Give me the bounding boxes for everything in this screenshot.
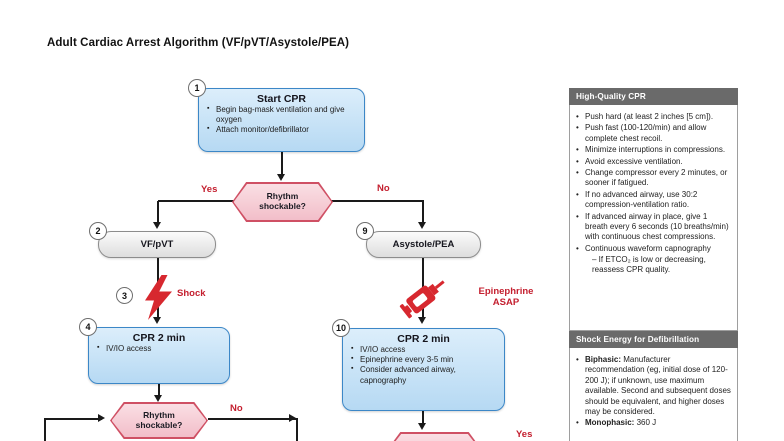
sidebar-item: Change compressor every 2 minutes, or so… <box>576 168 732 189</box>
step-badge-3: 3 <box>116 287 133 304</box>
step-badge-9: 9 <box>356 222 374 240</box>
start-cpr-title: Start CPR <box>256 93 306 105</box>
shock-label: Shock <box>177 288 206 299</box>
sidebar-item: Continuous waveform capnography <box>576 244 732 255</box>
yes-label-bottom: Yes <box>516 429 533 440</box>
vf-pvt-box: VF/pVT <box>98 231 216 258</box>
arrowhead-down <box>418 423 426 430</box>
yes-label-top: Yes <box>201 184 218 195</box>
decision-rhythm-shockable-bottom: Rhythm shockable? <box>110 402 208 439</box>
cpr-right-bullet: Epinephrine every 3-5 min <box>343 355 504 365</box>
no-label-bottom: No <box>230 403 243 414</box>
cpr-2min-left-box: CPR 2 min IV/IO access <box>88 327 230 384</box>
connector-no-bottom-vertical <box>296 418 298 441</box>
connector-return-horizontal <box>44 418 102 420</box>
connector-start-to-decision <box>281 152 283 178</box>
decision-fill <box>111 403 207 438</box>
arrowhead-down <box>277 174 285 181</box>
arrowhead-down <box>418 222 426 229</box>
step-badge-2: 2 <box>89 222 107 240</box>
sidebar-item: If advanced airway in place, give 1 brea… <box>576 212 732 243</box>
cpr-2min-right-box: CPR 2 min IV/IO access Epinephrine every… <box>342 328 505 411</box>
sidebar-item: Avoid excessive ventilation. <box>576 157 732 168</box>
step-badge-10: 10 <box>332 319 350 337</box>
sidebar-item: If no advanced airway, use 30:2 compress… <box>576 190 732 211</box>
decision-fill <box>388 433 481 441</box>
cpr-right-title: CPR 2 min <box>397 333 450 345</box>
epinephrine-label-line1: Epinephrine <box>478 286 534 297</box>
sidebar-item: Minimize interruptions in compressions. <box>576 145 732 156</box>
sidebar: High-Quality CPR Push hard (at least 2 i… <box>569 88 738 441</box>
sidebar-item: Push fast (100-120/min) and allow comple… <box>576 123 732 144</box>
sidebar-subitem-etco2: – If ETCO₂ is low or decreasing, reasses… <box>592 255 706 275</box>
monophasic-prefix: Monophasic: <box>585 418 635 428</box>
vf-pvt-label: VF/pVT <box>140 239 174 250</box>
arrowhead-down <box>154 395 162 402</box>
connector-cpr-to-decision <box>158 384 160 396</box>
connector-no-bottom-horizontal <box>208 418 296 420</box>
connector-yes-horizontal <box>158 200 234 202</box>
sidebar-body-high-quality-cpr: Push hard (at least 2 inches [5 cm]). Pu… <box>569 105 738 331</box>
start-cpr-box: Start CPR Begin bag-mask ventilation and… <box>198 88 365 152</box>
asystole-pea-label: Asystole/PEA <box>392 239 455 250</box>
arrowhead-down <box>418 317 426 324</box>
arrowhead-right <box>289 414 296 422</box>
biphasic-text: Manufacturer recommendation (eg, initial… <box>585 355 731 416</box>
cpr-left-title: CPR 2 min <box>132 332 186 344</box>
decision-bottom-right <box>387 432 482 441</box>
epinephrine-label-line2: ASAP <box>492 296 520 308</box>
connector-no-horizontal <box>331 200 424 202</box>
sidebar-item-biphasic: Biphasic: Manufacturer recommendation (e… <box>576 355 732 417</box>
cpr-right-bullet: IV/IO access <box>343 345 504 355</box>
decision-label: Rhythm shockable? <box>135 409 183 430</box>
step-badge-1: 1 <box>188 79 206 97</box>
sidebar-header-high-quality-cpr: High-Quality CPR <box>569 88 738 105</box>
epinephrine-asap-label: Epinephrine ASAP <box>450 286 562 309</box>
connector-no-vertical <box>422 201 424 223</box>
biphasic-prefix: Biphasic: <box>585 355 622 364</box>
step-badge-4: 4 <box>79 318 97 336</box>
page-title: Adult Cardiac Arrest Algorithm (VF/pVT/A… <box>47 37 350 49</box>
sidebar-item: Push hard (at least 2 inches [5 cm]). <box>576 112 732 123</box>
start-cpr-bullet: Attach monitor/defibrillator <box>199 125 364 135</box>
sidebar-body-shock-energy: Biphasic: Manufacturer recommendation (e… <box>569 348 738 441</box>
cpr-right-bullet: Consider advanced airway, capnography <box>343 365 504 385</box>
no-label-top: No <box>377 183 390 194</box>
start-cpr-bullet: Begin bag-mask ventilation and give oxyg… <box>199 105 364 125</box>
connector-yes-vertical <box>157 201 159 223</box>
shock-bolt-icon <box>145 275 172 320</box>
cpr-left-bullet: IV/IO access <box>89 344 229 354</box>
arrowhead-down <box>153 222 161 229</box>
asystole-pea-box: Asystole/PEA <box>366 231 481 258</box>
decision-label: Rhythm shockable? <box>259 191 306 211</box>
sidebar-header-shock-energy: Shock Energy for Defibrillation <box>569 331 738 348</box>
arrowhead-right <box>98 414 105 422</box>
sidebar-item-monophasic: Monophasic: 360 J <box>576 418 732 429</box>
decision-rhythm-shockable-top: Rhythm shockable? <box>232 182 333 222</box>
arrowhead-down <box>153 317 161 324</box>
connector-return-vertical <box>44 419 46 441</box>
epinephrine-syringe-icon <box>399 280 445 319</box>
monophasic-text: 360 J <box>634 418 657 428</box>
connector-cpr-right-to-decision <box>422 411 424 424</box>
decision-fill <box>233 183 332 221</box>
